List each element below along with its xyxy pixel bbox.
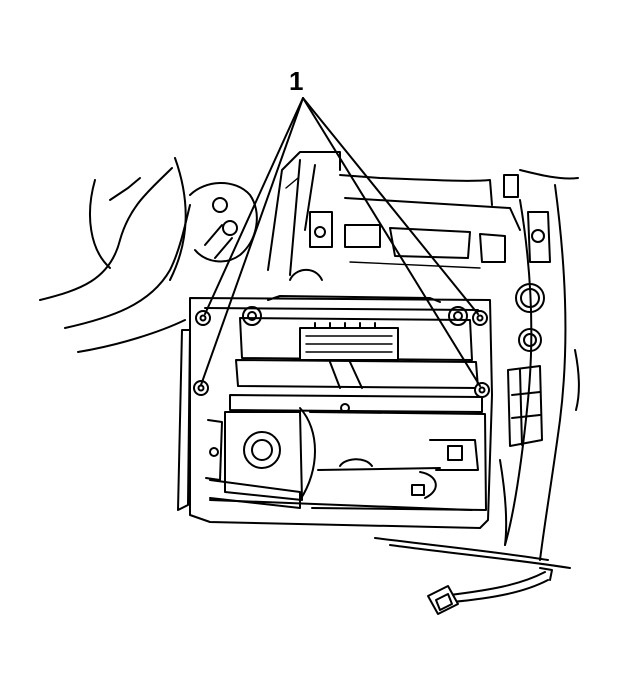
bolt-bottom-left [193,380,209,396]
mounting-bolts [193,310,490,398]
bolt-top-left [195,310,211,326]
harness-connector [427,567,553,615]
column-bracket [189,182,258,263]
radio-faceplate-rail [229,394,483,413]
dashboard-left-trim [39,157,191,353]
radio-chassis [229,295,483,413]
callout-label-1: 1 [289,66,304,96]
upper-dash-structure [267,151,521,281]
radio-lower-body [205,407,487,511]
bolt-top-right [472,310,488,326]
bolt-bottom-right [474,382,490,398]
callout-leaders [200,97,481,387]
right-console [499,169,580,561]
